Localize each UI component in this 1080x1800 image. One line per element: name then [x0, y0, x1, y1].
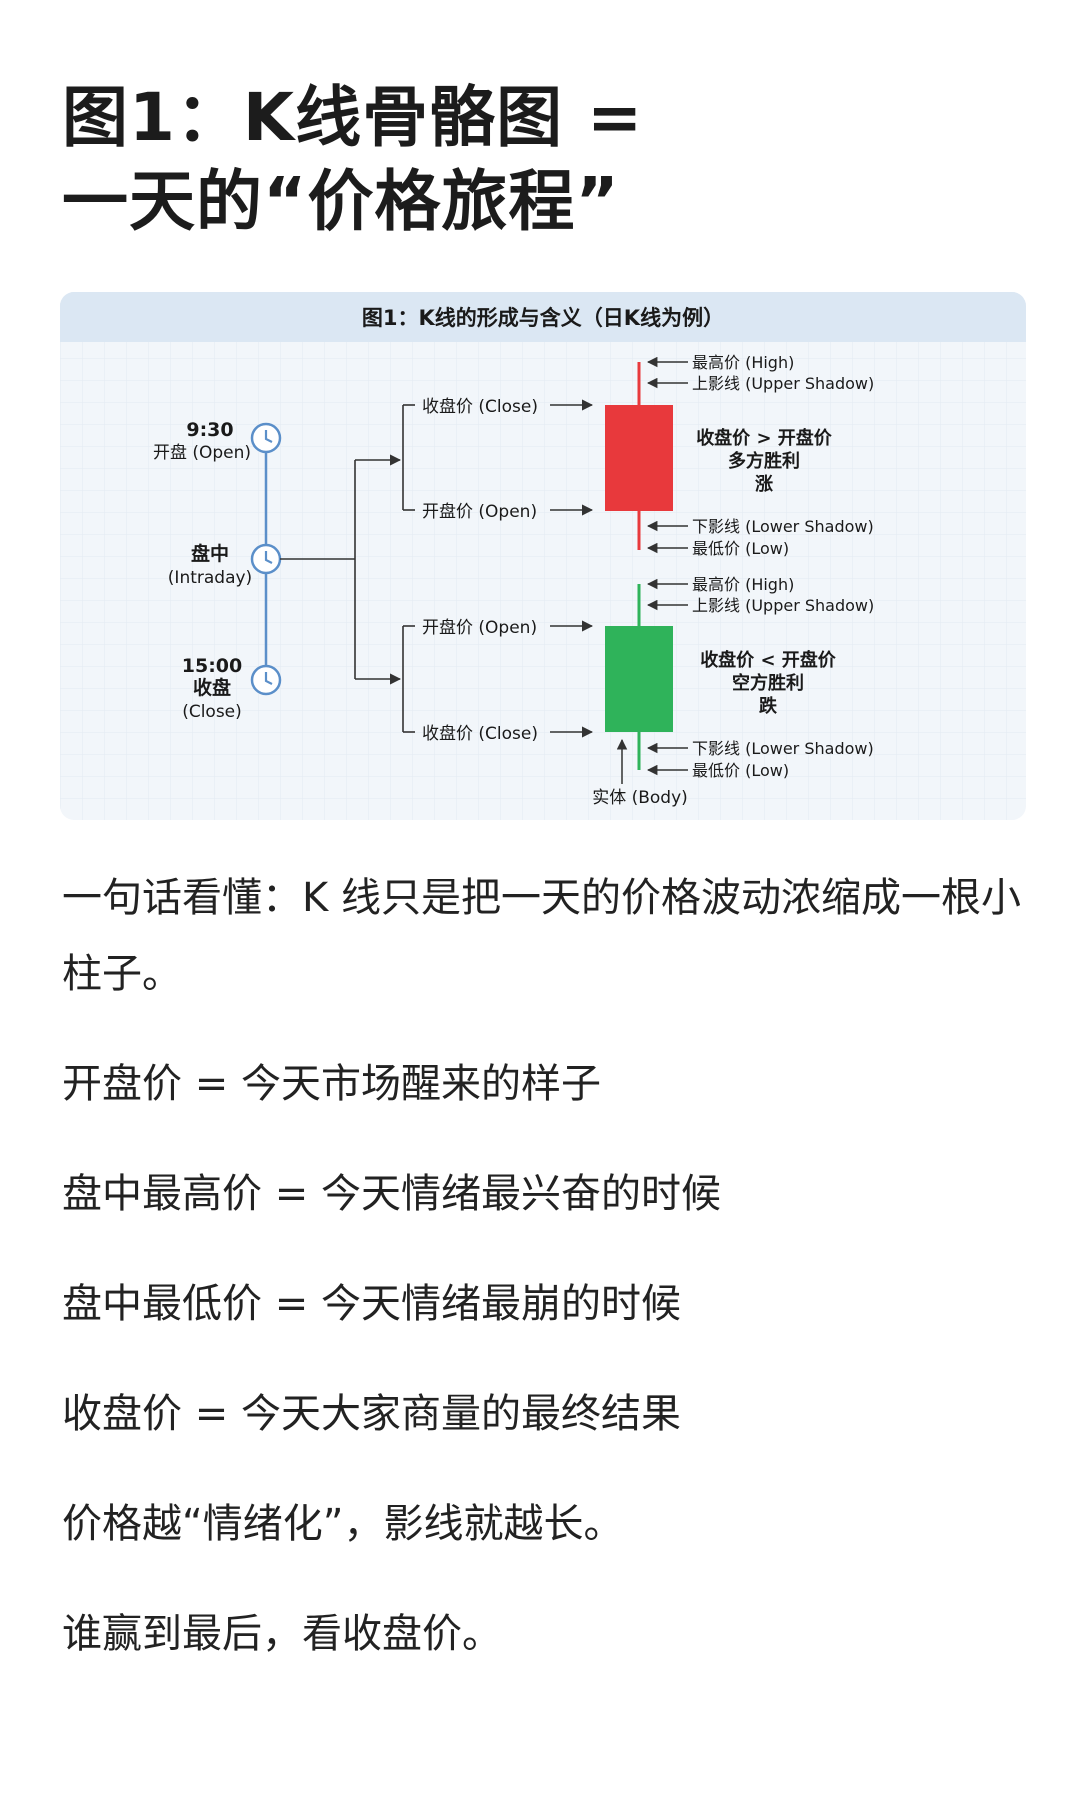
close-time-label: 收盘	[193, 676, 231, 699]
kline-figure: 图1：K线的形成与含义（日K线为例） 9:30 开盘 (Open)	[60, 292, 1026, 820]
open-time: 9:30	[186, 419, 233, 441]
bull-open-label: 开盘价 (Open)	[422, 502, 537, 522]
bull-low-label: 最低价 (Low)	[692, 539, 789, 558]
article-title-line1: 图1：K线骨骼图 =	[62, 79, 644, 156]
paragraph-low-price: 盘中最低价 = 今天情绪最崩的时候	[62, 1281, 681, 1327]
intraday-label: 盘中	[191, 542, 229, 565]
bear-upper-shadow-label: 上影线 (Upper Shadow)	[692, 596, 874, 615]
paragraph-winner: 谁赢到最后，看收盘价。	[62, 1611, 502, 1657]
clock-icon	[250, 664, 282, 696]
figure-heading: 图1：K线的形成与含义（日K线为例）	[362, 306, 724, 330]
bull-body	[605, 405, 673, 511]
bear-desc-3: 跌	[759, 695, 778, 717]
clock-icon	[250, 543, 282, 575]
bear-desc-1: 收盘价 < 开盘价	[700, 649, 837, 671]
paragraph-close-price: 收盘价 = 今天大家商量的最终结果	[62, 1391, 681, 1437]
kline-diagram: 图1：K线的形成与含义（日K线为例） 9:30 开盘 (Open)	[60, 292, 1026, 820]
bear-body	[605, 626, 673, 732]
bull-close-label: 收盘价 (Close)	[422, 397, 538, 417]
bear-high-label: 最高价 (High)	[692, 575, 794, 594]
intraday-sub: (Intraday)	[168, 568, 252, 588]
paragraph-high-price: 盘中最高价 = 今天情绪最兴奋的时候	[62, 1171, 721, 1217]
open-time-label: 开盘 (Open)	[153, 443, 251, 463]
bull-desc-1: 收盘价 > 开盘价	[696, 427, 833, 449]
figure-heading-bar	[60, 292, 1026, 342]
timeline: 9:30 开盘 (Open) 盘中 (Intraday) 15:00 收盘 (C…	[153, 419, 282, 722]
paragraph-open-price: 开盘价 = 今天市场醒来的样子	[62, 1061, 601, 1107]
bear-open-label: 开盘价 (Open)	[422, 618, 537, 638]
bear-lower-shadow-label: 下影线 (Lower Shadow)	[692, 739, 874, 758]
close-time: 15:00	[182, 655, 242, 677]
bull-desc-2: 多方胜利	[728, 450, 800, 472]
bear-desc-2: 空方胜利	[732, 672, 804, 694]
article-title-line2: 一天的“价格旅程”	[62, 163, 620, 240]
close-time-sub: (Close)	[182, 702, 242, 722]
paragraph-shadow: 价格越“情绪化”，影线就越长。	[62, 1501, 624, 1547]
bull-high-label: 最高价 (High)	[692, 353, 794, 372]
shadow-pointers	[616, 356, 688, 784]
article-body: 一句话看懂：K 线只是把一天的价格波动浓缩成一根小柱子。 开盘价 = 今天市场醒…	[62, 860, 1032, 1706]
bear-low-label: 最低价 (Low)	[692, 761, 789, 780]
grid-background	[60, 292, 1026, 820]
bear-close-label: 收盘价 (Close)	[422, 724, 538, 744]
clock-icon	[250, 422, 282, 454]
bull-lower-shadow-label: 下影线 (Lower Shadow)	[692, 517, 874, 536]
paragraph-summary: 一句话看懂：K 线只是把一天的价格波动浓缩成一根小柱子。	[62, 875, 1021, 997]
bull-upper-shadow-label: 上影线 (Upper Shadow)	[692, 374, 874, 393]
connector-lines	[280, 399, 594, 738]
bullish-candle	[605, 362, 673, 550]
body-label: 实体 (Body)	[592, 788, 688, 808]
article-title: 图1：K线骨骼图 = 一天的“价格旅程”	[62, 76, 643, 244]
bull-desc-3: 涨	[755, 474, 773, 495]
bearish-candle	[605, 584, 673, 770]
